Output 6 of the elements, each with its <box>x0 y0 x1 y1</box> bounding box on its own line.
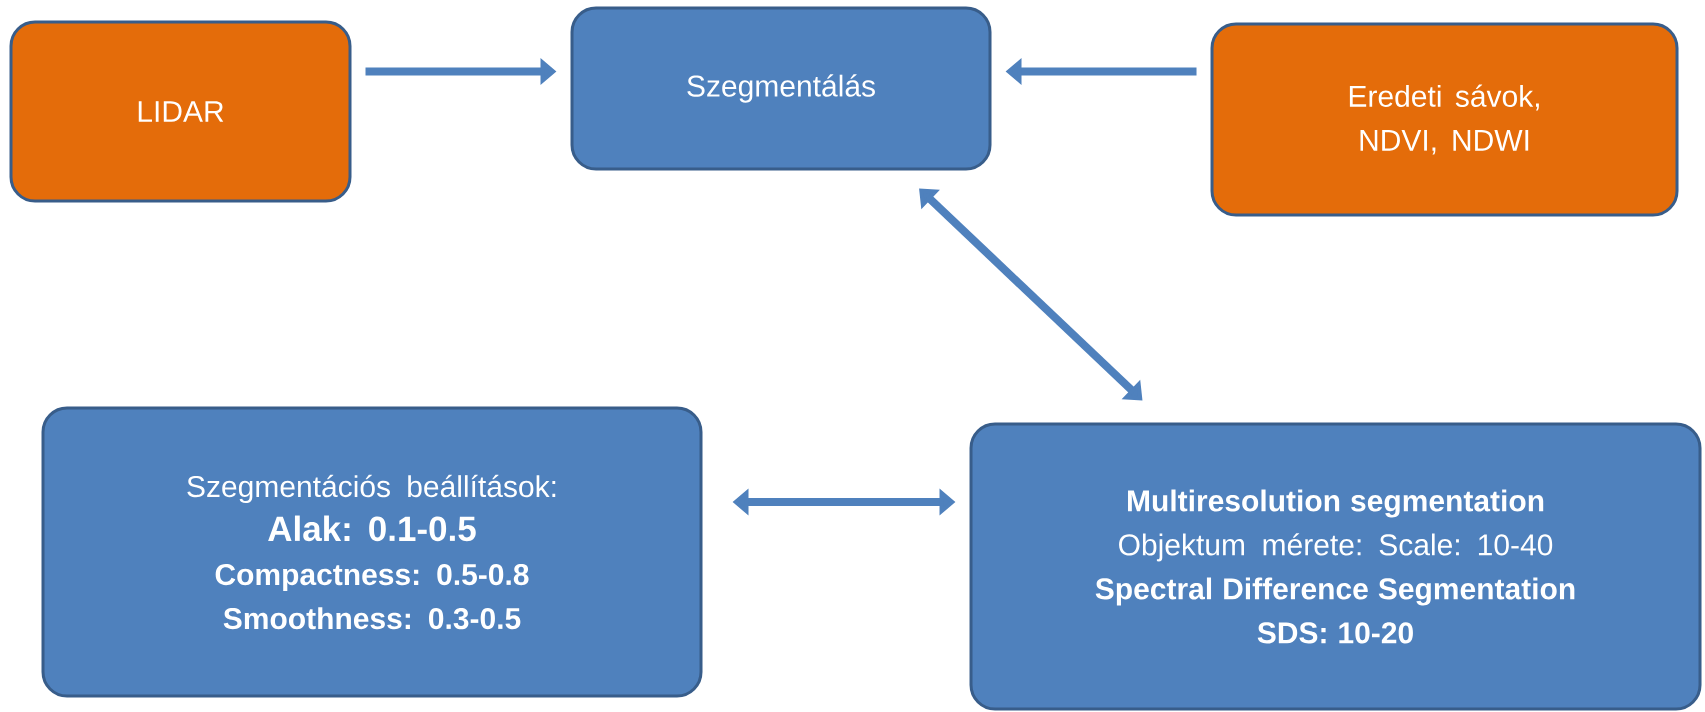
process-box: Multiresolution segmentation Objektum mérete: Scale: 10-40 Spectral Difference Segmentation SDS: 10-20 <box>969 422 1702 711</box>
block-arrow <box>919 188 1143 401</box>
input-box: Eredeti sávok, NDVI, NDWI <box>1210 22 1679 217</box>
input-box: LIDAR <box>9 20 352 203</box>
process-box: Szegmentálás <box>570 6 992 171</box>
process-box: Szegmentációs beállítások: Alak: 0.1-0.5 Compactness: 0.5-0.8 Smoothness: 0.3-0.5 <box>41 406 703 698</box>
